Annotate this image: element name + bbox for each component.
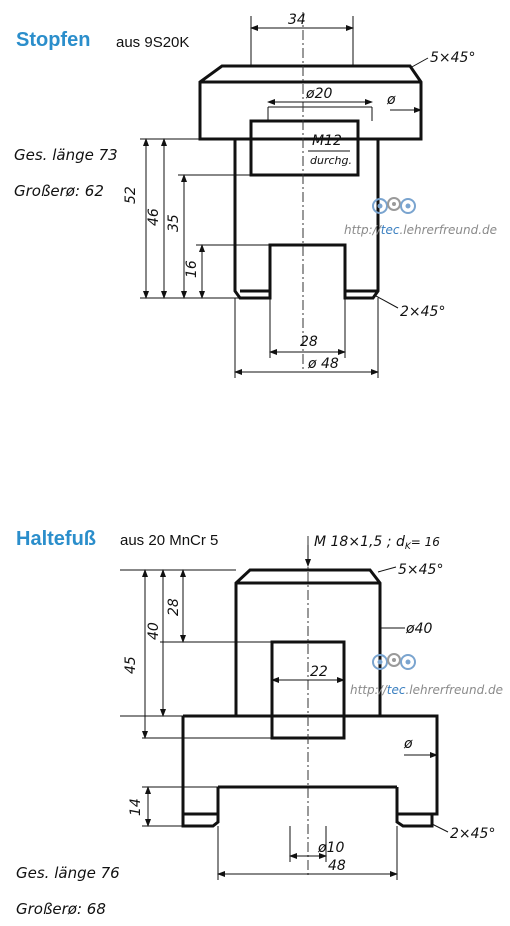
watermark-brand-1: tec [381, 223, 400, 237]
haltefuss-material: aus 20 MnCr 5 [120, 532, 219, 549]
haltefuss-dim-40: 40 [146, 622, 162, 640]
haltefuss-max-diameter: Großerø: 68 [16, 900, 106, 918]
stopfen-dim-28: 28 [300, 334, 318, 350]
haltefuss-drawing: M 18×1,5 ; dK= 16 5×45° ø40 45 40 28 22 … [120, 534, 495, 880]
haltefuss-title: Haltefuß [16, 528, 96, 550]
watermark-2: http://tec.lehrerfreund.de [350, 653, 503, 697]
haltefuss-w48: 48 [328, 858, 346, 874]
haltefuss-d10: ø10 [317, 840, 344, 856]
stopfen-thread-insert [249, 119, 360, 177]
stopfen-chamfer-top: 5×45° [430, 50, 475, 66]
gear-logo-icon [372, 653, 416, 670]
stopfen-dim-34: 34 [288, 12, 306, 28]
stopfen-dim-52: 52 [123, 186, 139, 204]
haltefuss-dim-14: 14 [128, 798, 144, 816]
stopfen-dim-46: 46 [146, 208, 162, 226]
haltefuss-total-length: Ges. länge 76 [16, 864, 120, 882]
stopfen-chamfer-bottom: 2×45° [400, 304, 445, 320]
haltefuss-thread-val: = 16 [411, 535, 441, 549]
stopfen-thread: M12 [312, 133, 342, 149]
haltefuss-chamfer-bottom: 2×45° [450, 826, 495, 842]
stopfen-dim-35: 35 [166, 214, 182, 232]
haltefuss-dim-28: 28 [166, 598, 182, 616]
watermark-prefix-1: http:// [344, 223, 383, 237]
watermark-1: http://tec.lehrerfreund.de [344, 197, 497, 237]
watermark-suffix-1: .lehrerfreund.de [399, 223, 497, 237]
haltefuss-bore-dim: 22 [310, 664, 328, 680]
haltefuss-chamfer-top: 5×45° [398, 562, 443, 578]
haltefuss-side-diameter: ø [403, 736, 413, 752]
svg-text:http://tec.lehrerfreund.de: http://tec.lehrerfreund.de [344, 223, 497, 237]
watermark-prefix-2: http:// [350, 683, 389, 697]
stopfen-dim-16: 16 [184, 260, 200, 278]
stopfen-title: Stopfen [16, 29, 91, 51]
gear-logo-icon [372, 197, 416, 214]
svg-text:http://tec.lehrerfreund.de: http://tec.lehrerfreund.de [350, 683, 503, 697]
haltefuss-dim-45: 45 [123, 656, 139, 674]
haltefuss-thread: M 18×1,5 ; dK= 16 [314, 534, 440, 552]
stopfen-drawing: 34 5×45° ø20 ø M12 durchg. 52 46 35 16 2… [123, 12, 475, 378]
stopfen-total-length: Ges. länge 73 [14, 146, 118, 164]
stopfen-side-diameter: ø [386, 92, 396, 108]
stopfen-dim-48: ø 48 [307, 356, 339, 372]
haltefuss-d40: ø40 [405, 621, 432, 637]
stopfen-thread-note: durchg. [310, 154, 352, 167]
haltefuss-thread-sub: K [405, 542, 412, 552]
stopfen-bore: ø20 [305, 86, 332, 102]
watermark-brand-2: tec [387, 683, 406, 697]
stopfen-max-diameter: Großerø: 62 [14, 182, 104, 200]
haltefuss-flange [183, 714, 439, 828]
stopfen-material: aus 9S20K [116, 34, 190, 51]
haltefuss-thread-main: M 18×1,5 ; d [314, 534, 405, 550]
stopfen-body [233, 139, 380, 300]
watermark-suffix-2: .lehrerfreund.de [405, 683, 503, 697]
